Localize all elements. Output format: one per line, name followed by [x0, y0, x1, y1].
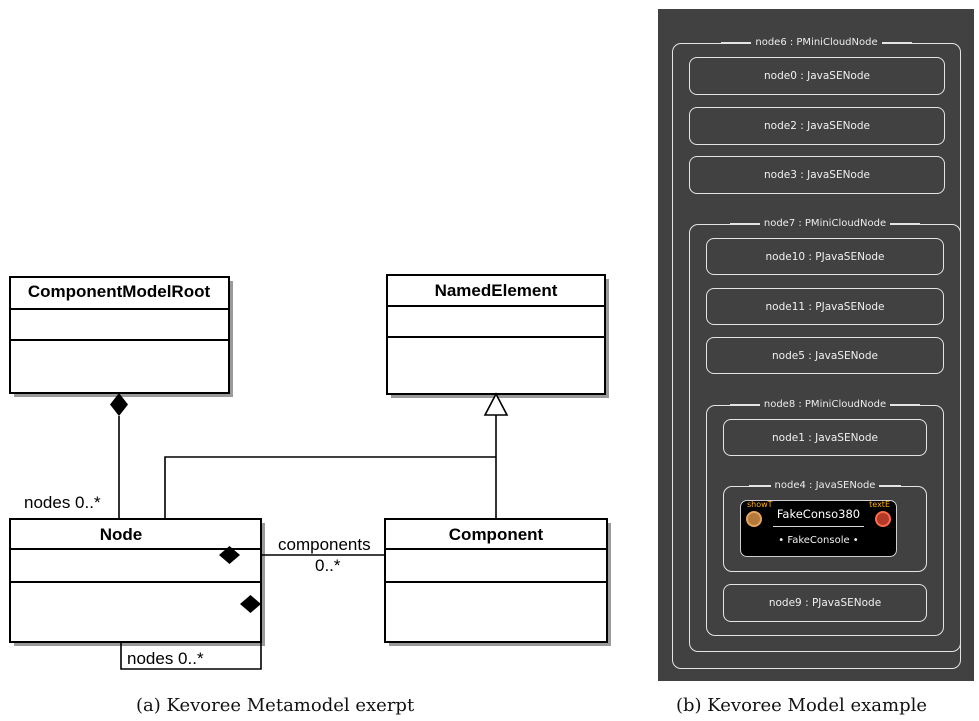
node6-label: node6 : PMiniCloudNode [751, 37, 882, 48]
class-title-named-element: NamedElement [435, 281, 558, 300]
generalization-lines [164, 415, 497, 519]
input-port-icon[interactable] [746, 511, 762, 527]
node-node1[interactable]: node1 : JavaSENode [723, 419, 927, 456]
node4-label: node4 : JavaSENode [770, 480, 880, 491]
node-node2[interactable]: node2 : JavaSENode [689, 107, 945, 145]
class-component: Component [384, 518, 608, 643]
caption-b: (b) Kevoree Model example [676, 695, 927, 716]
class-named-element: NamedElement [386, 274, 606, 395]
class-title-component: Component [449, 525, 544, 544]
node-node10[interactable]: node10 : PJavaSENode [706, 238, 944, 275]
component-fake-console[interactable]: showT textE FakeConso380 • FakeConsole • [740, 500, 897, 557]
group-node7[interactable]: node7 : PMiniCloudNode [689, 218, 961, 652]
port-label-out: textE [869, 500, 890, 509]
node7-label: node7 : PMiniCloudNode [759, 218, 891, 229]
component-divider [773, 526, 864, 527]
group-node4[interactable]: node4 : JavaSENode [723, 480, 927, 572]
node-node11[interactable]: node11 : PJavaSENode [706, 288, 944, 325]
node-node3[interactable]: node3 : JavaSENode [689, 156, 945, 194]
assoc-label-root-nodes: nodes 0..* [24, 493, 101, 512]
assoc-node-self [120, 595, 262, 670]
node8-label: node8 : PMiniCloudNode [759, 399, 891, 410]
assoc-label-components-mult: 0..* [315, 556, 341, 575]
class-title-node: Node [100, 525, 143, 544]
class-title-component-model-root: ComponentModelRoot [28, 282, 211, 301]
class-node: Node [9, 518, 262, 643]
component-name: FakeConso380 [776, 507, 861, 521]
node-node0[interactable]: node0 : JavaSENode [689, 57, 945, 95]
assoc-label-node-self: nodes 0..* [127, 649, 204, 668]
generalization-arrowhead [483, 392, 509, 416]
group-node8[interactable]: node8 : PMiniCloudNode [706, 399, 944, 636]
node-node9[interactable]: node9 : PJavaSENode [723, 584, 927, 622]
caption-a: (a) Kevoree Metamodel exerpt [136, 695, 415, 716]
assoc-node-components [219, 546, 385, 564]
class-component-model-root: ComponentModelRoot [9, 276, 230, 394]
port-label-in: showT [747, 500, 773, 509]
assoc-root-nodes [110, 393, 128, 519]
output-port-icon[interactable] [875, 511, 891, 527]
component-type: • FakeConsole • [778, 535, 859, 546]
node-node5[interactable]: node5 : JavaSENode [706, 337, 944, 374]
assoc-label-components-role: components [278, 535, 371, 554]
